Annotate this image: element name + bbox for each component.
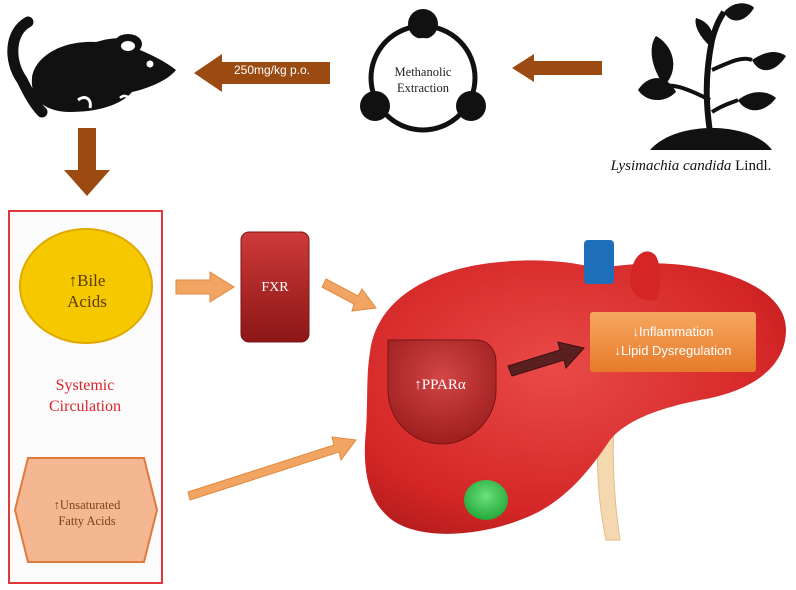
fatty-acids-line-1: ↑Unsaturated — [53, 498, 121, 512]
ppar-shield — [387, 339, 497, 445]
bile-acids-line-2: Acids — [67, 292, 107, 311]
plant-name: Lysimachia candida Lindl. — [596, 158, 786, 175]
bile-acids-ellipse — [19, 228, 153, 344]
effect-lipid-dysregulation: ↓Lipid Dysregulation — [614, 343, 732, 358]
systemic-circulation-label: Systemic Circulation — [14, 375, 156, 417]
plant-author: Lindl. — [731, 158, 772, 174]
extraction-cycle-icon — [360, 9, 486, 133]
mouse-icon — [7, 16, 177, 118]
effects-box — [590, 312, 756, 372]
extraction-label-line-2: Extraction — [396, 81, 450, 95]
fxr-label: FXR — [261, 280, 289, 295]
dose-label: 250mg/kg p.o. — [233, 63, 311, 77]
fxr-to-liver-arrow — [321, 278, 377, 312]
fxr-box — [240, 231, 310, 343]
fatty-acids-hexagon — [13, 457, 159, 563]
gallbladder-icon — [464, 480, 508, 520]
extraction-label: Methanolic Extraction — [358, 64, 488, 96]
plant-icon — [638, 3, 786, 150]
effects-label: ↓Inflammation ↓Lipid Dysregulation — [592, 322, 754, 360]
down-arrow — [64, 128, 110, 196]
bile-to-fxr-arrow — [175, 271, 235, 303]
systemic-line-2: Circulation — [49, 398, 121, 415]
ppar-to-effects-arrow — [507, 341, 585, 377]
fatty-acids-label: ↑Unsaturated Fatty Acids — [22, 497, 152, 529]
bile-acids-label: ↑Bile Acids — [32, 270, 142, 312]
systemic-line-1: Systemic — [55, 377, 115, 394]
ppar-label: ↑PPARα — [414, 377, 466, 393]
fatty-acids-to-liver-arrow — [187, 436, 357, 501]
plant-species: Lysimachia candida — [610, 158, 732, 174]
extraction-arrow — [512, 54, 602, 82]
extraction-label-line-1: Methanolic — [394, 65, 452, 79]
fatty-acids-line-2: Fatty Acids — [58, 514, 116, 528]
effect-inflammation: ↓Inflammation — [632, 324, 714, 339]
bile-acids-line-1: ↑Bile — [68, 271, 106, 290]
dose-arrow — [194, 54, 330, 92]
